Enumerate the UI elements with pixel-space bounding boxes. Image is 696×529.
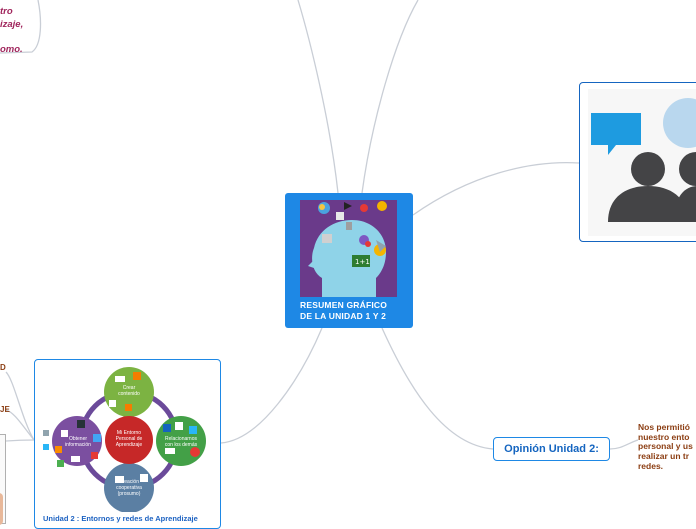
edge-label-1: D xyxy=(0,363,6,372)
svg-text:1+1: 1+1 xyxy=(355,258,370,266)
petal-label-relate: Relacionarnos con los demás xyxy=(164,436,198,448)
right-image-node[interactable] xyxy=(579,82,696,242)
central-topic-node[interactable]: 1+1 RESUMEN GRÁFICO DE LA UNIDAD 1 Y 2 xyxy=(285,193,413,328)
edge-label-2: JE xyxy=(0,405,10,414)
left-edge-image-node[interactable] xyxy=(0,434,6,525)
petal-label-cooperate: Creación cooperativa (prosumo) xyxy=(116,479,142,497)
chat-users-icon xyxy=(588,89,696,236)
top-left-note: tro izaje, omo. xyxy=(0,6,24,55)
petal-label-create: Crear contenido xyxy=(118,385,140,397)
central-topic-title: RESUMEN GRÁFICO DE LA UNIDAD 1 Y 2 xyxy=(300,300,388,321)
petal-label-obtain: Obtener información xyxy=(65,436,91,448)
center-label: Mi Entorno Personal de Aprendizaje xyxy=(115,430,143,448)
chat-bubble-icon xyxy=(591,113,641,155)
opinion-unit2-node[interactable]: Opinión Unidad 2: xyxy=(493,437,610,461)
ple-diagram xyxy=(43,367,206,513)
unit2-image-node[interactable]: Crear contenido Relacionarnos con los de… xyxy=(34,359,221,529)
unit2-title: Unidad 2 : Entornos y redes de Aprendiza… xyxy=(43,514,198,523)
opinion-unit2-text: Nos permitió nuestro ento personal y us … xyxy=(638,423,693,471)
head-profile-icon: 1+1 xyxy=(300,200,397,297)
